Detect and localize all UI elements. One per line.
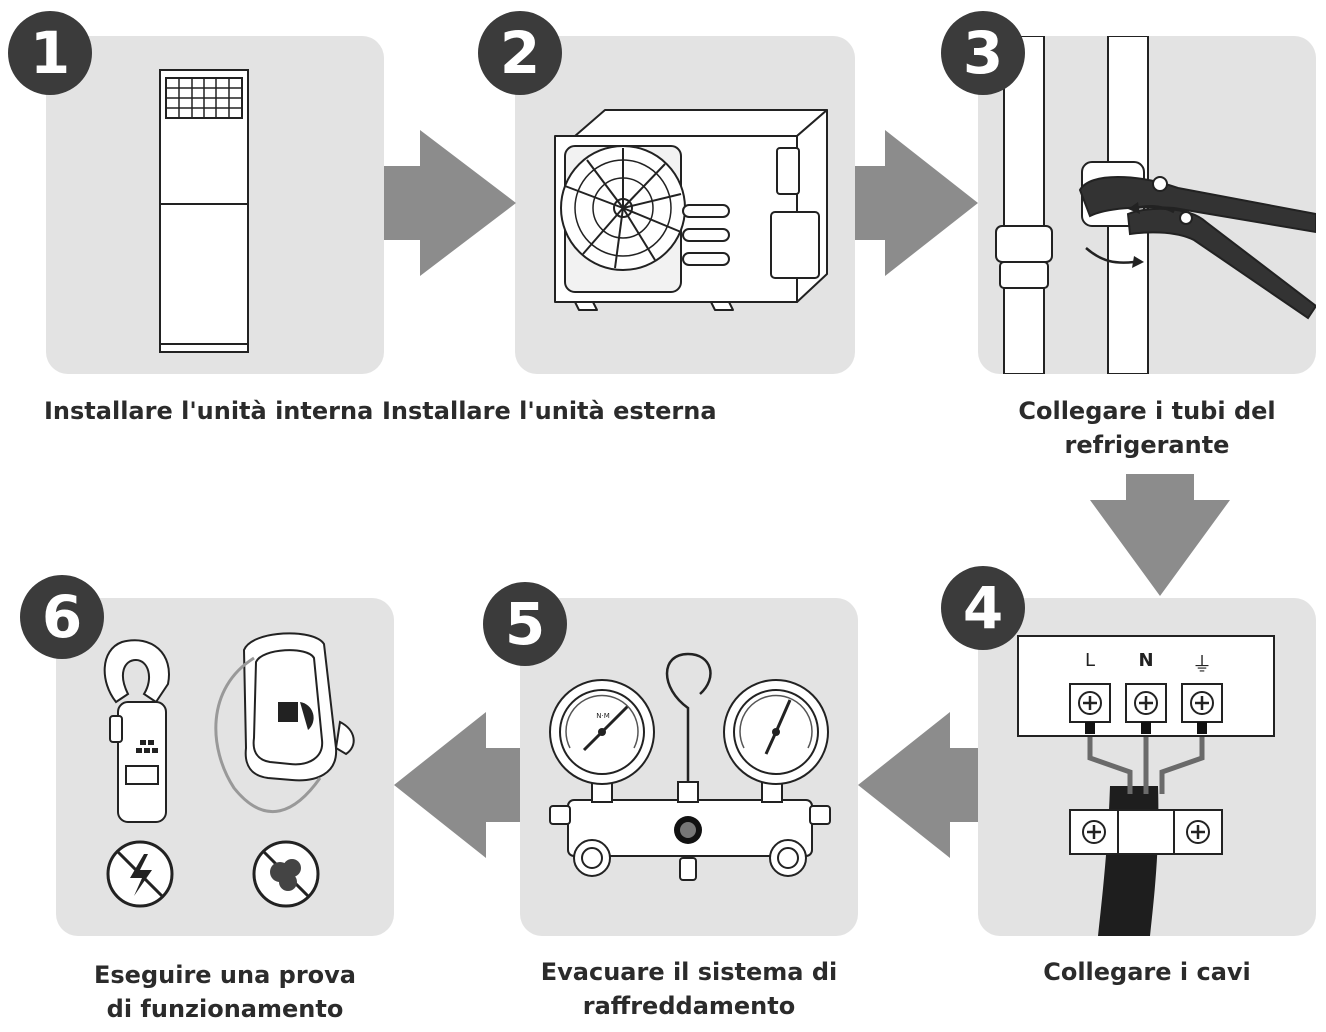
manifold-gauge-icon xyxy=(549,652,831,881)
arrow-step-3-to-4 xyxy=(1090,474,1230,596)
step-5-caption-line-1: Evacuare il sistema di xyxy=(540,958,838,986)
step-3-caption-line-2: refrigerante xyxy=(1064,431,1230,459)
step-6-caption: Eseguire una prova di funzionamento xyxy=(56,958,394,1026)
step-5-caption-line-2: raffreddamento xyxy=(582,992,796,1020)
outdoor-unit-icon xyxy=(554,109,828,311)
step-1-panel xyxy=(46,36,384,374)
terminal-block-icon xyxy=(1017,635,1275,936)
step-6-badge: 6 xyxy=(20,575,104,659)
step-3-panel xyxy=(978,36,1316,374)
step-6-caption-line-1: Eseguire una prova xyxy=(94,961,356,989)
step-2-panel xyxy=(515,36,855,374)
step-2-badge: 2 xyxy=(478,11,562,95)
step-4-caption: Collegare i cavi xyxy=(978,955,1316,989)
step-4-caption-line-1: Collegare i cavi xyxy=(1043,958,1251,986)
terminal-label-l: L xyxy=(1084,650,1096,671)
terminal-label-ground: ⏚ xyxy=(1192,652,1212,676)
pipe-wrench-icon xyxy=(995,36,1316,374)
step-3-badge: 3 xyxy=(941,11,1025,95)
step-1-caption-line-1: Installare l'unità interna xyxy=(44,397,374,425)
arrow-step-4-to-5 xyxy=(858,712,978,858)
step-4-panel: L N ⏚ xyxy=(978,598,1316,936)
step-6-panel xyxy=(56,598,394,936)
step-5-caption: Evacuare il sistema di raffreddamento xyxy=(520,955,858,1023)
floor-standing-indoor-unit-icon xyxy=(159,69,249,353)
terminal-label-n: N xyxy=(1138,650,1154,671)
arrow-step-1-to-2 xyxy=(384,130,516,276)
arrow-step-5-to-6 xyxy=(394,712,520,858)
step-3-caption-line-1: Collegare i tubi del xyxy=(1018,397,1276,425)
step-6-caption-line-2: di funzionamento xyxy=(106,995,344,1023)
step-1-caption: Installare l'unità interna xyxy=(44,394,373,428)
step-3-caption: Collegare i tubi del refrigerante xyxy=(978,394,1316,462)
arrow-step-2-to-3 xyxy=(855,130,978,276)
gauge-label: N·M xyxy=(596,712,610,720)
step-5-badge: 5 xyxy=(483,582,567,666)
step-4-badge: 4 xyxy=(941,566,1025,650)
step-5-panel: N·M xyxy=(520,598,858,936)
step-1-badge: 1 xyxy=(8,11,92,95)
step-2-caption: Installare l'unità esterna xyxy=(382,394,717,428)
clamp-meter-and-leak-detector-icon xyxy=(103,632,355,908)
step-2-caption-line-1: Installare l'unità esterna xyxy=(382,397,717,425)
